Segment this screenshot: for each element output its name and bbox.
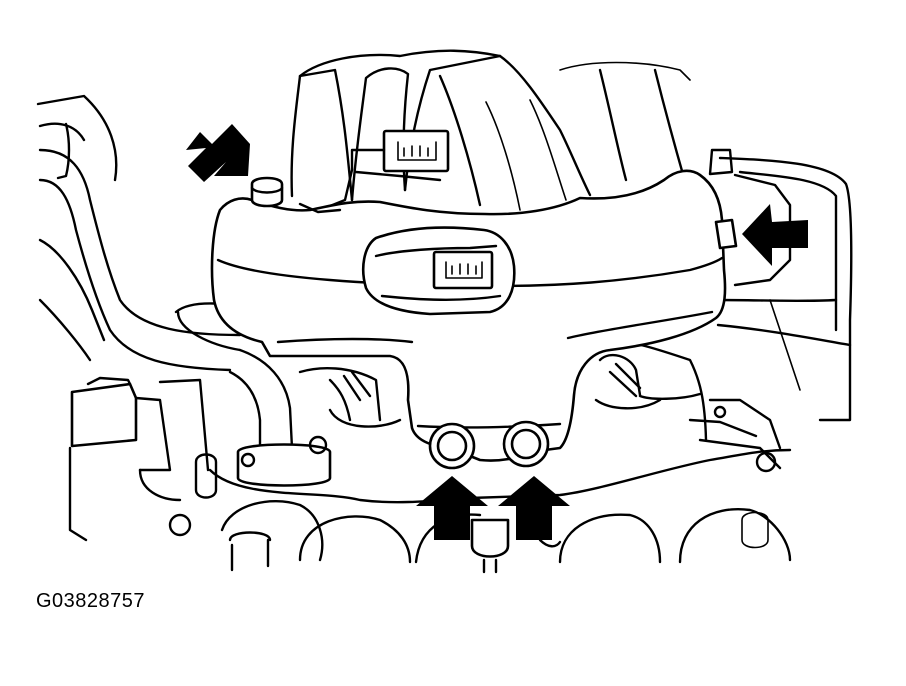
- arrow-bottom-left-bolt: [416, 476, 488, 540]
- intake-manifold-runners: [290, 49, 691, 211]
- arrow-top-left-bolt: [186, 124, 250, 182]
- right-mounting-bolt: [714, 218, 738, 250]
- right-frame: [708, 148, 853, 422]
- coolant-pipe: [228, 348, 332, 487]
- lower-sensor: [470, 518, 562, 574]
- arrow-right-bolt: [742, 204, 808, 266]
- figure-id-label: G03828757: [36, 590, 146, 612]
- left-hose: [36, 94, 282, 372]
- top-wire-connector: [318, 129, 450, 212]
- bottom-left-mounting-bolt: [428, 422, 476, 470]
- left-bracket: [68, 376, 218, 542]
- bottom-right-mounting-bolt: [502, 420, 550, 468]
- arrow-bottom-right-bolt: [498, 476, 570, 540]
- engine-cover: [210, 169, 727, 462]
- top-left-mounting-bolt: [250, 176, 284, 208]
